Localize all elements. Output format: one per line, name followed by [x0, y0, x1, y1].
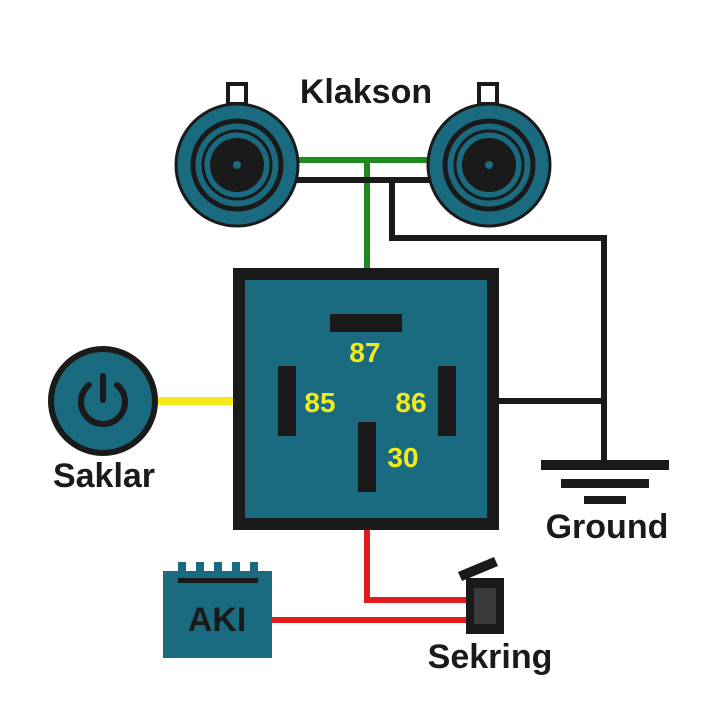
pin-86-terminal: [438, 366, 456, 436]
pin-30-terminal: [358, 422, 376, 492]
ground-label: Ground: [546, 508, 669, 546]
pin-86-label: 86: [395, 387, 426, 418]
black-wire-horn-to-ground: [389, 180, 607, 462]
pin-30-label: 30: [387, 442, 418, 473]
relay: 87 85 86 30: [233, 268, 499, 530]
horn-right-tab: [477, 82, 499, 106]
pin-87-terminal: [330, 314, 402, 332]
horn-left-tab: [226, 82, 248, 106]
battery: AKI: [163, 562, 272, 658]
fuse-lever: [458, 557, 498, 581]
ground-symbol: [541, 460, 669, 504]
fuse-label: Sekring: [428, 638, 553, 676]
switch-label: Saklar: [53, 457, 155, 495]
horn-left: [174, 82, 300, 228]
switch: [48, 346, 158, 456]
fuse: [458, 557, 504, 634]
pin-85-terminal: [278, 366, 296, 436]
horn-right: [426, 82, 552, 228]
pin-87-label: 87: [349, 337, 380, 368]
battery-label: AKI: [188, 601, 247, 639]
pin-85-label: 85: [304, 387, 335, 418]
horn-label: Klakson: [300, 73, 432, 111]
power-icon: [78, 373, 128, 427]
